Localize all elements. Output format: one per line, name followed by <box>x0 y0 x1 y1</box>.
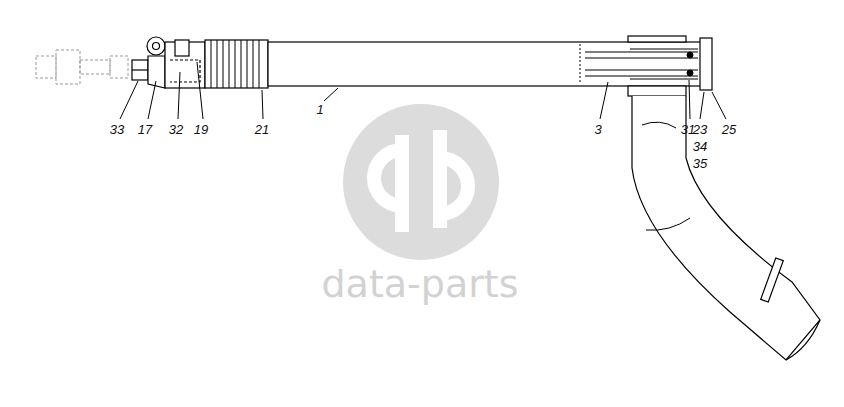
watermark: data-parts <box>321 265 518 303</box>
callout-number: 25 <box>722 123 736 136</box>
callout-number: 21 <box>255 123 269 136</box>
callout-number: 1 <box>316 103 323 116</box>
callout-number: 19 <box>194 123 208 136</box>
callout-number: 33 <box>110 123 124 136</box>
watermark-logo <box>343 104 499 260</box>
callout-number: 34 <box>693 140 707 153</box>
callout-number: 23 <box>693 123 707 136</box>
ghost-fitting <box>36 50 128 84</box>
callout-number: 3 <box>594 123 601 136</box>
callout-number: 35 <box>693 157 707 170</box>
callout-number: 17 <box>138 123 152 136</box>
callout-number: 32 <box>169 123 183 136</box>
